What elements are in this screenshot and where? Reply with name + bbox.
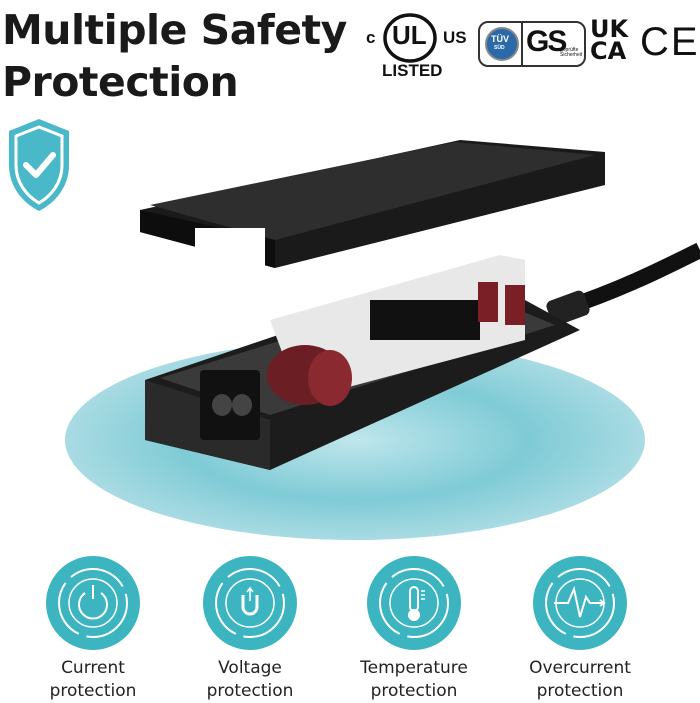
feature-label: protection: [49, 681, 137, 701]
feature-label: Temperature: [360, 658, 468, 678]
ul-listed: LISTED: [382, 61, 443, 80]
feature-temperature-protection: Temperature protection: [334, 555, 494, 703]
ce-logo: CE: [640, 20, 700, 64]
shield-check-icon: [9, 119, 69, 211]
tuv-sub-text: SÜD: [494, 45, 505, 51]
thermometer-icon: [367, 556, 461, 650]
tuv-text: TÜV: [491, 34, 509, 44]
ul-us: US: [443, 28, 467, 47]
feature-overcurrent-protection: Overcurrent protection: [500, 555, 660, 703]
feature-voltage-protection: Voltage protection: [170, 555, 330, 703]
tuv-gs-logo: TÜV SÜD GS geprüfte Sicherheit: [478, 21, 586, 67]
feature-label: Current: [61, 658, 125, 678]
feature-label: protection: [370, 681, 458, 701]
ul-mark: UL: [392, 20, 427, 50]
feature-current-protection: Current protection: [13, 555, 173, 703]
ukca-ca: CA: [590, 37, 627, 65]
gs-text: GS: [526, 25, 567, 58]
magnet-voltage-icon: [203, 556, 297, 650]
gs-sub-text: geprüfte Sicherheit: [560, 47, 583, 58]
power-icon: [46, 556, 140, 650]
pulse-icon: [533, 556, 627, 650]
ukca-uk: UK: [590, 15, 629, 43]
feature-label: protection: [206, 681, 294, 701]
heading-line-1: Multiple Safety: [2, 6, 347, 54]
ul-c: c: [366, 28, 376, 47]
feature-label: protection: [536, 681, 624, 701]
heading-line-2: Protection: [2, 58, 239, 106]
feature-label: Voltage: [218, 658, 282, 678]
feature-label: Overcurrent: [529, 658, 631, 678]
ukca-logo: UK CA: [590, 15, 629, 65]
power-adapter-illustration: [65, 140, 700, 540]
